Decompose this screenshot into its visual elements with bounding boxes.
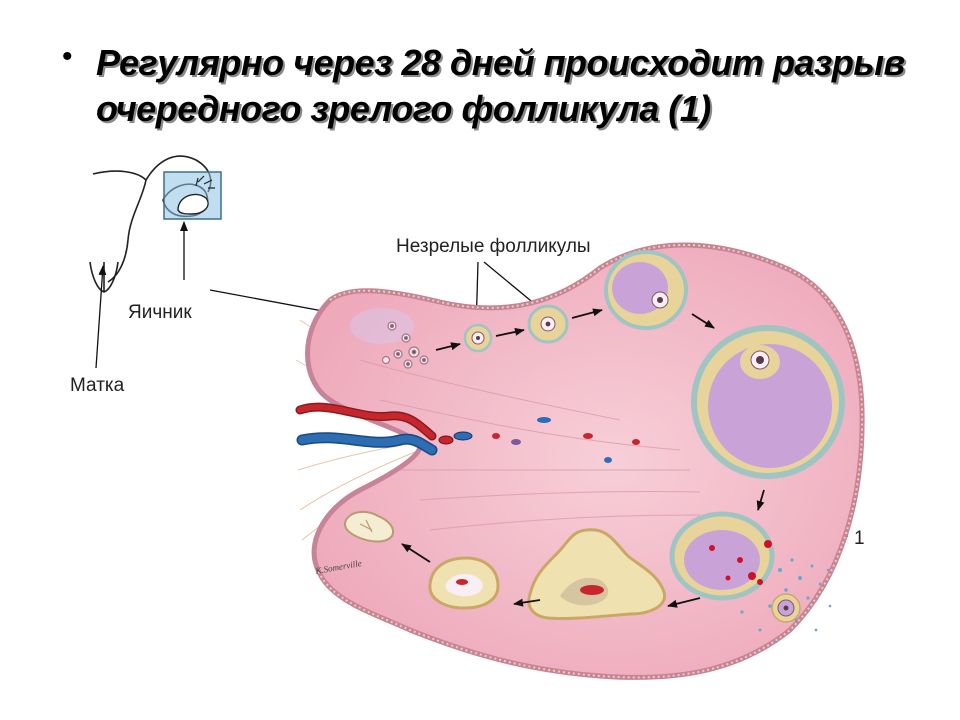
tertiary-follicle xyxy=(604,250,688,330)
pointer-uterus xyxy=(95,265,107,369)
stroma-lines xyxy=(359,359,701,531)
secondary-follicle xyxy=(527,304,569,344)
blood-vessels xyxy=(295,402,640,463)
label-marker-1: 1 xyxy=(854,528,865,549)
released-oocyte xyxy=(771,593,801,623)
inset-ovary-outline xyxy=(177,193,209,215)
bullet-point: • xyxy=(62,40,73,73)
slide-title: Регулярно через 28 дней происходит разры… xyxy=(96,42,905,129)
ruptured-follicle xyxy=(669,511,775,601)
corpus-luteum xyxy=(527,528,667,621)
released-fluid xyxy=(740,558,832,644)
primary-follicle xyxy=(463,323,493,353)
regressing-corpus-luteum xyxy=(428,556,500,610)
mature-follicle xyxy=(691,325,845,479)
ovary-cortex-edge xyxy=(317,244,864,679)
primordial-follicles xyxy=(350,308,429,369)
label-immature-follicles: Незрелые фолликулы xyxy=(396,236,591,257)
corpus-albicans xyxy=(344,510,394,543)
cycle-arrows xyxy=(401,308,765,608)
label-ovary: Яичник xyxy=(128,302,192,323)
fimbriae-icon xyxy=(195,175,215,189)
label-uterus: Матка xyxy=(70,375,125,396)
